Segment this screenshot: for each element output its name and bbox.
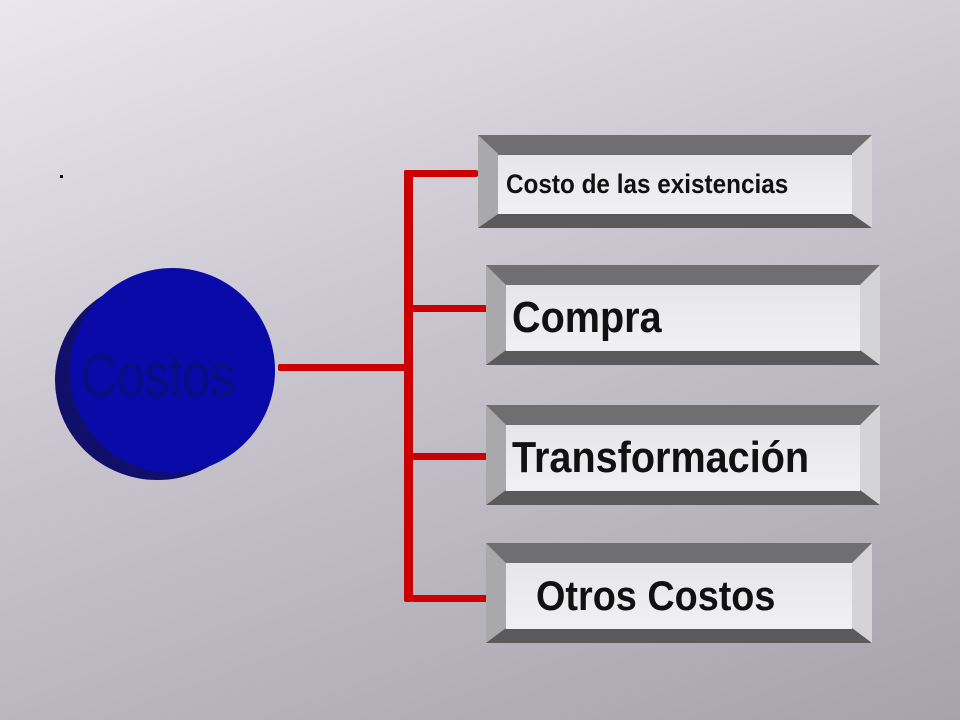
branch-label-compra: Compra [512, 293, 662, 342]
branch-box-compra: Compra [486, 265, 880, 365]
root-node: Costos [70, 268, 275, 473]
connector-trunk [404, 170, 413, 602]
branch-box-transformacion: Transformación [486, 405, 880, 505]
connector-branch-3 [412, 453, 488, 460]
connector-root [278, 364, 413, 371]
branch-label-transformacion: Transformación [512, 433, 810, 482]
branch-label-existencias: Costo de las existencias [506, 169, 789, 199]
connector-branch-4 [412, 595, 488, 602]
branch-label-otros-costos: Otros Costos [536, 572, 776, 619]
branch-box-existencias: Costo de las existencias [478, 135, 872, 228]
branch-box-otros-costos: Otros Costos [486, 543, 872, 643]
connector-branch-2 [412, 305, 488, 312]
connector-branch-1 [404, 170, 478, 177]
root-node-label: Costos [80, 342, 235, 409]
stray-dot [60, 175, 63, 178]
